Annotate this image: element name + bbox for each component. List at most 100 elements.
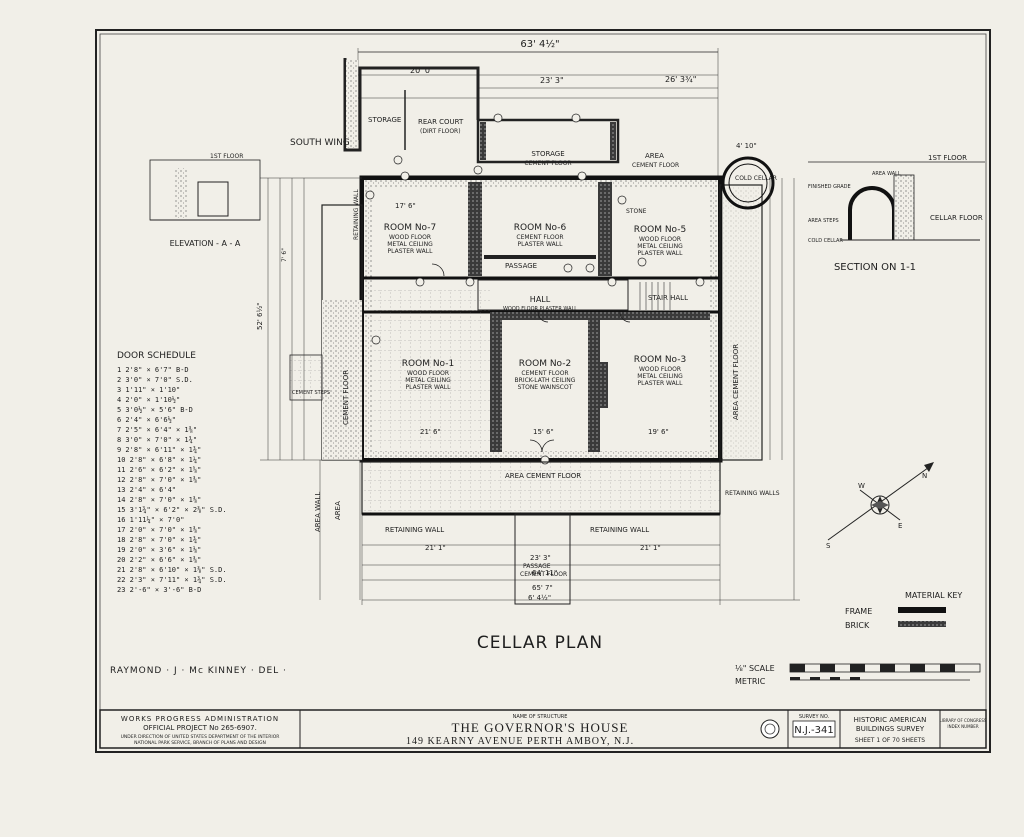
door-schedule-row: 16 1'11¼" × 7'0" xyxy=(117,516,184,524)
door-schedule-row: 3 1'11" × 1'10" xyxy=(117,386,180,394)
door-schedule-row: 10 2'8" × 6'8" × 1¼" xyxy=(117,456,201,464)
room-3-desc: METAL CEILING xyxy=(637,373,683,380)
room-3-desc: PLASTER WALL xyxy=(638,380,684,387)
dim-text: 21' 1" xyxy=(640,544,661,552)
room-2-desc: CEMENT FLOOR xyxy=(521,370,568,377)
fireplace xyxy=(596,362,608,408)
room-2-desc: BRICK-LATH CEILING xyxy=(515,377,576,384)
rear-court-label: REAR COURT xyxy=(418,118,464,126)
bottom-passage xyxy=(514,513,571,605)
sheet-border xyxy=(95,29,991,753)
title-block: WORKS PROGRESS ADMINISTRATION OFFICIAL P… xyxy=(99,709,987,749)
door-schedule-row: 11 2'6" × 6'2" × 1⅝" xyxy=(117,466,201,474)
right-area xyxy=(719,184,763,461)
section-cold-cellar: COLD CELLAR xyxy=(808,238,843,244)
room-1-desc: WOOD FLOOR xyxy=(407,370,449,377)
dim-text: 4' 10" xyxy=(736,142,757,150)
door-schedule-row: 5 3'0½" × 5'6" B-D xyxy=(117,406,193,414)
dim-text: 21' 6" xyxy=(420,428,441,436)
storage-label: STORAGE xyxy=(368,116,401,124)
retaining-wall-l: RETAINING WALL xyxy=(385,526,444,534)
door-schedule-row: 17 2'0" × 7'0" × 1⅜" xyxy=(117,525,201,534)
room-6-desc: PLASTER WALL xyxy=(518,241,564,248)
door-schedule-row: 18 2'8" × 7'0" × 1¾" xyxy=(117,536,201,544)
room-1-desc: PLASTER WALL xyxy=(406,384,452,391)
structure-name: THE GOVERNOR'S HOUSE xyxy=(452,720,629,735)
south-wing-label: SOUTH WING xyxy=(290,138,350,148)
door-schedule-row: 1 2'8" × 6'7" B-D xyxy=(117,366,189,374)
retaining-walls-r: RETAINING WALLS xyxy=(725,490,780,497)
right-dim-lines xyxy=(769,178,795,600)
hall-label: HALL xyxy=(530,295,551,304)
door-schedule-row: 7 2'5" × 6'4" × 1⅜" xyxy=(117,425,197,434)
dim-text: 65' 7" xyxy=(532,584,553,592)
structure-address: 149 KEARNY AVENUE PERTH AMBOY, N.J. xyxy=(406,736,634,747)
storage-mid-sub: CEMENT FLOOR xyxy=(524,160,571,167)
dim-text: 19' 6" xyxy=(648,428,669,436)
room-6-desc: CEMENT FLOOR xyxy=(516,234,563,241)
door-schedule-row: 19 2'0" × 3'6" × 1⅛" xyxy=(117,545,201,554)
door-schedule: DOOR SCHEDULE 1 2'8" × 6'7" B-D 2 3'0" ×… xyxy=(117,351,227,594)
bottom-area xyxy=(361,461,721,515)
left-dim-lines xyxy=(260,177,362,600)
survey-no: N.J.-341 xyxy=(794,725,833,736)
door-schedule-row: 2 3'0" × 7'0" S.D. xyxy=(117,376,193,384)
compass-w: W xyxy=(858,482,865,490)
room-1-floor-grid xyxy=(372,290,490,450)
under-direction-2: NATIONAL PARK SERVICE, BRANCH OF PLANS A… xyxy=(134,740,266,746)
area-floor-right: AREA CEMENT FLOOR xyxy=(732,344,740,420)
section-area-steps: AREA STEPS xyxy=(808,218,839,224)
area-wall-left: AREA WALL xyxy=(314,492,322,532)
area-top-sub: CEMENT FLOOR xyxy=(632,162,679,169)
stair-hall-label: STAIR HALL xyxy=(648,294,688,302)
hall-sub: WOOD FLOOR PLASTER WALL xyxy=(503,306,577,312)
overall-dim-text: 63' 4½" xyxy=(520,38,559,50)
dim-text: 64' 11" xyxy=(532,569,557,577)
stone-label: STONE xyxy=(626,208,647,215)
compass-n: N xyxy=(922,472,927,480)
delineator: RAYMOND · J · Mc KINNEY · DEL · xyxy=(110,666,287,676)
storage-mid-label: STORAGE xyxy=(531,150,564,158)
passage-bottom: PASSAGE xyxy=(523,563,551,570)
elevation-title: ELEVATION - A - A xyxy=(170,239,241,248)
area-top-label: AREA xyxy=(645,152,664,160)
dim-text: 20' 0" xyxy=(410,66,434,75)
dim-text: 52' 6½" xyxy=(256,302,264,330)
cement-steps xyxy=(289,354,323,401)
brick-wall-r6-r5 xyxy=(598,182,612,276)
section-1-1: 1ST FLOOR CELLAR FLOOR AREA WALL FINISHE… xyxy=(808,154,985,273)
room-1-name: ROOM No-1 xyxy=(402,359,454,369)
elevation-a-a: 1ST FLOOR ELEVATION - A - A xyxy=(149,153,261,248)
brick-wall-r1-r2 xyxy=(490,312,502,452)
section-first-floor: 1ST FLOOR xyxy=(928,154,967,162)
dim-text: 7' 6" xyxy=(281,248,288,262)
rear-court-wall-fill xyxy=(346,60,358,148)
dim-text: 21' 1" xyxy=(425,544,446,552)
material-key-frame: FRAME xyxy=(845,607,872,616)
top-dim-lines xyxy=(357,48,719,180)
door-schedule-row: 8 3'0" × 7'0" × 1¾" xyxy=(117,436,197,444)
cold-cellar xyxy=(721,156,775,210)
door-schedule-row: 20 2'2" × 6'6" × 1⅜" xyxy=(117,555,201,564)
section-area-wall: AREA WALL xyxy=(872,171,901,177)
cold-cellar-label: COLD CELLAR xyxy=(735,175,777,182)
dim-text: 15' 6" xyxy=(533,428,554,436)
loc-line-1: LIBRARY OF CONGRESS xyxy=(940,718,987,723)
cement-steps-label: CEMENT STEPS xyxy=(292,390,330,396)
door-schedule-row: 12 2'8" × 7'0" × 1⅜" xyxy=(117,475,201,484)
scale-label: ⅛" SCALE xyxy=(735,664,775,673)
door-schedule-row: 9 2'8" × 6'11" × 1¾" xyxy=(117,446,201,454)
door-schedule-row: 13 2'4" × 6'4" xyxy=(117,486,176,494)
material-key-title: MATERIAL KEY xyxy=(905,591,962,600)
retaining-wall-label: RETAINING WALL xyxy=(353,189,360,240)
door-schedule-row: 23 2'-6" × 3'-6" B-D xyxy=(117,586,201,594)
room-1-desc: METAL CEILING xyxy=(405,377,451,384)
cement-floor-left: CEMENT FLOOR xyxy=(342,370,350,425)
door-schedule-title: DOOR SCHEDULE xyxy=(117,351,196,361)
room-7-desc: PLASTER WALL xyxy=(388,248,434,255)
door-schedule-row: 15 3'1¾" × 6'2" × 2⅜" S.D. xyxy=(117,505,227,514)
stair-treads xyxy=(639,282,671,310)
area-left-bottom: AREA xyxy=(334,501,342,520)
room-5-name: ROOM No-5 xyxy=(634,225,686,235)
